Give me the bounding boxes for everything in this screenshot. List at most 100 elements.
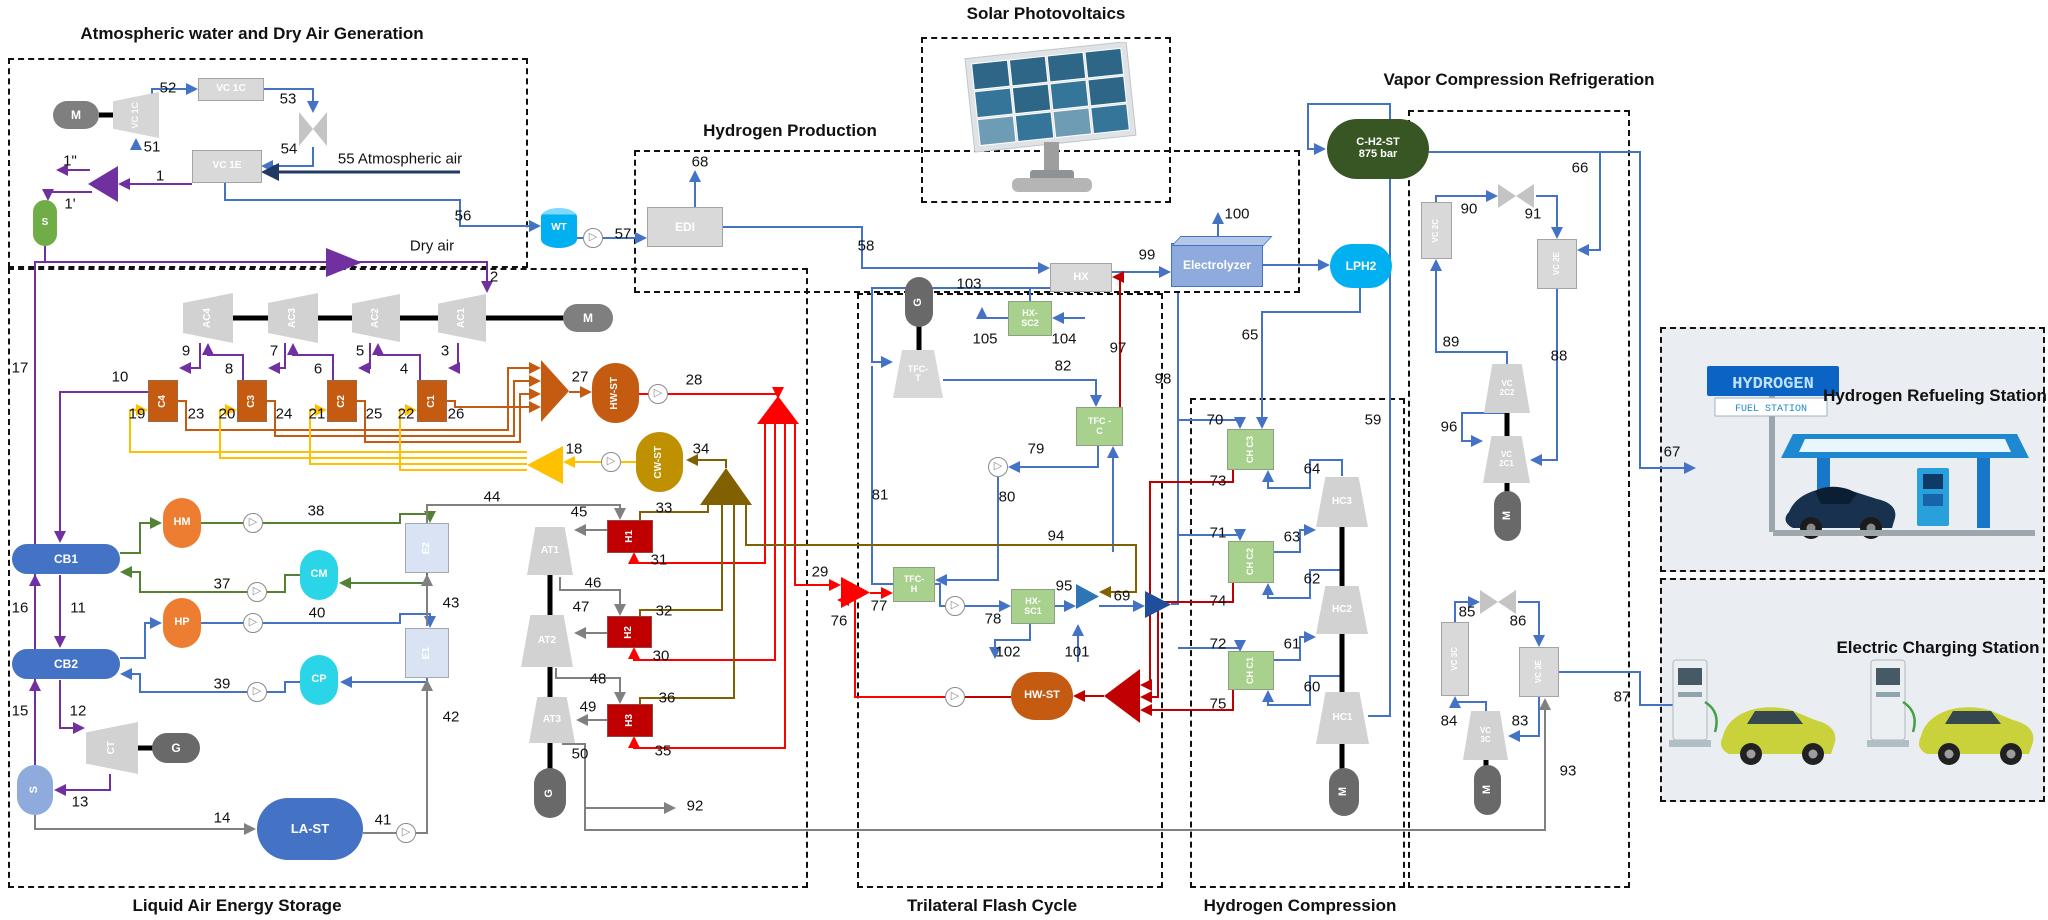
stream-line-75 [668,387,784,399]
stream-label-1": 1" [63,152,77,170]
vc3-condenser-label: VC 3C [1449,647,1459,671]
stream-line-36 [1530,289,1558,466]
stream-line-91 [447,400,541,413]
stream-line-81 [837,594,945,698]
stream-line-12 [372,343,421,380]
stream-label-22: 22 [397,405,415,423]
stream-label-69: 69 [1113,587,1131,605]
tfc-turbine-label: TFC-T [907,363,929,383]
stream-label-46: 46 [584,574,602,592]
stream-label-98: 98 [1154,370,1172,388]
section-label-tfc: Trilateral Flash Cycle [906,896,1078,915]
section-hcomp [1190,398,1405,888]
cooler-c2: C2 [327,380,357,422]
stream-label-18: 18 [565,440,583,458]
stream-label-29: 29 [811,563,829,581]
stream-line-3 [44,246,493,293]
stream-label-11: 11 [70,599,86,617]
pump-38: ▷ [243,513,263,533]
stream-label-13: 13 [71,793,89,811]
heater-h1: H1 [607,520,653,553]
stream-label-85: 85 [1458,603,1476,621]
stream-label-55-Atmospheric-air: 55 Atmospheric air [337,150,463,168]
stream-label-21: 21 [308,405,326,423]
hot-water-storage-1: HW-ST [592,363,639,423]
stream-line-103 [745,505,1137,598]
pump-28: ▷ [648,384,668,404]
stream-label-99: 99 [1138,246,1156,264]
intercooler-ch-c3: CH C3 [1227,429,1274,470]
vc1c-condenser: VC 1C [198,78,264,101]
vessel-s-blue-label: S [28,786,41,794]
stream-line-93 [129,404,527,453]
stream-label-76: 76 [830,612,848,630]
stream-line-102 [639,505,735,705]
generator-g-ct-label: G [171,740,181,755]
stream-label-90: 90 [1460,200,1478,218]
stream-label-3: 3 [440,342,450,360]
section-laes [8,268,808,888]
stream-line-35 [1430,259,1508,364]
stream-line-76 [628,424,766,564]
stream-label-87: 87 [1613,688,1631,706]
stream-label-88: 88 [1550,347,1568,365]
stream-line-64 [976,307,1008,319]
ev-charger-and-car [1865,658,2035,767]
stream-label-64: 64 [1303,460,1321,478]
pump-75: ▷ [945,687,965,707]
vc3-evaporator-label: VC 3E [1533,660,1543,684]
stream-line-14 [287,343,334,380]
stream-line-50 [1274,631,1316,661]
stream-label-9: 9 [181,342,191,360]
fuel-station-sign [1714,397,1828,417]
exchanger-e1-label: E1 [420,646,432,660]
section-label-hyprod: Hydrogen Production [703,121,877,140]
section-ecs [1660,578,2045,802]
stream-label-65: 65 [1241,326,1259,344]
lph2-tank: LPH2 [1330,244,1392,288]
stream-line-11 [448,343,460,374]
exchanger-e1: E1 [405,628,449,678]
stream-line-30 [1307,103,1391,717]
compressor-hc3-label: HC3 [1331,495,1352,507]
stream-label-35: 35 [654,742,672,760]
stream-label-78: 78 [984,610,1002,628]
intercooler-ch-c1: CH C1 [1228,651,1274,690]
edi-unit: EDI [647,207,723,247]
water-tank-wt-label: WT [551,221,567,233]
stream-label-25: 25 [365,405,383,423]
stream-label-92: 92 [686,797,704,815]
stream-label-84: 84 [1440,712,1458,730]
stream-label-75: 75 [1209,695,1227,713]
stream-line-16 [202,343,244,380]
stream-label-56: 56 [454,207,472,225]
vc1c-condenser-label: VC 1C [216,83,246,95]
vc2-condenser-label: VC 2C [1431,218,1441,243]
stream-line-13 [358,343,371,374]
liquid-air-storage: LA-ST [257,798,363,860]
stream-label-7: 7 [269,342,279,360]
compressor-ac1-label: AC1 [455,307,467,328]
stream-label-28: 28 [685,371,703,389]
stream-line-94 [219,404,527,459]
hydrogen-sign [1707,366,1839,396]
lph2-tank-label: LPH2 [1345,258,1377,273]
motor-m5-label: M [1480,785,1493,795]
stream-line-118 [555,668,626,704]
stream-line-107 [339,573,428,589]
intercooler-ch-c3-label: CH C3 [1244,435,1255,463]
stream-label-59: 59 [1364,411,1382,429]
stream-label-71: 71 [1209,524,1227,542]
compressor-ac3-label: AC3 [286,307,298,328]
stream-line-10 [54,774,111,796]
stream-label-102: 102 [995,643,1021,661]
stream-line-2 [42,189,92,201]
stream-label-39: 39 [213,675,231,693]
motor-m3-label: M [1337,787,1350,797]
stream-line-37 [1461,412,1507,447]
intercooler-ch-c1-label: CH C1 [1245,656,1256,684]
stream-label-57: 57 [614,225,632,243]
stream-label-79: 79 [1027,440,1045,458]
